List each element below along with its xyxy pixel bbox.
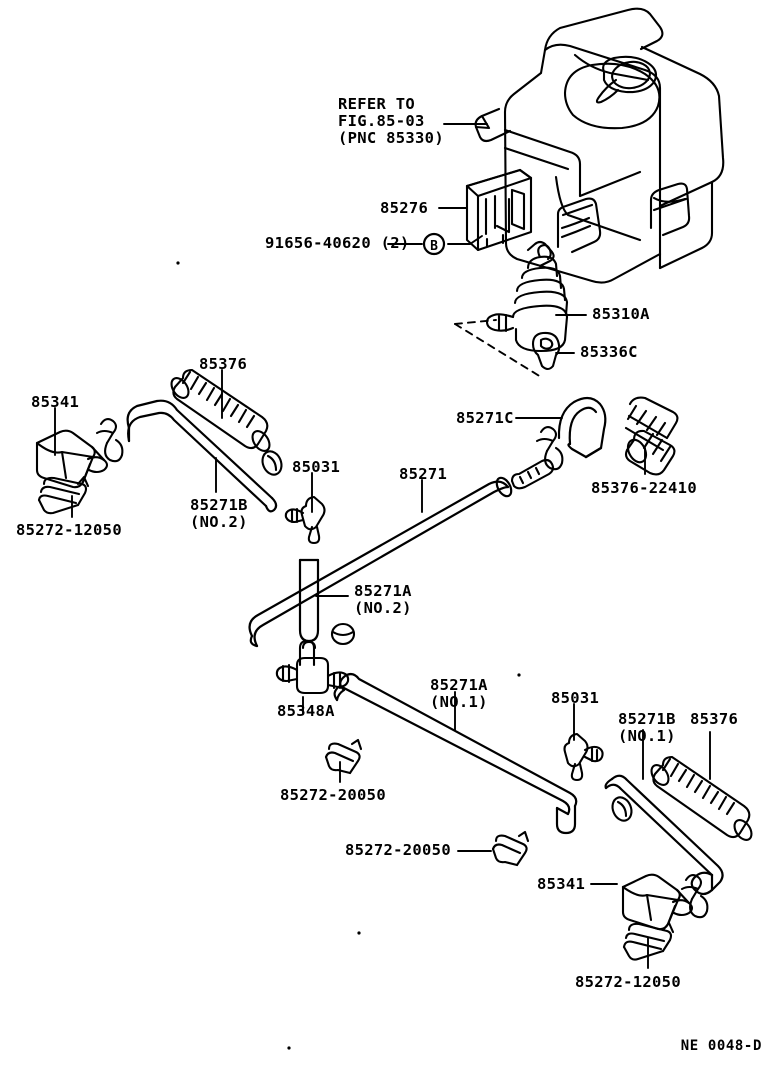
hose-coupler-center [510, 458, 555, 490]
label-85271B-no2: 85271B(NO.2) [190, 496, 248, 531]
clip-pin-top [95, 418, 124, 463]
label-85271: 85271 [399, 465, 448, 483]
label-85341-bottom: 85341 [537, 875, 586, 893]
label-85348A: 85348A [277, 702, 335, 720]
grommet-ring-center [330, 622, 356, 646]
installation-guide-lines [454, 319, 542, 378]
label-85341-top: 85341 [31, 393, 80, 411]
leader-91656-tail [447, 235, 483, 245]
clip-85272-20050-a [324, 738, 363, 775]
label-85336C: 85336C [580, 343, 638, 361]
label-85272-12050-bottom: 85272-12050 [575, 973, 681, 991]
clip-85272-12050-top [37, 475, 90, 515]
label-85031-bottom: 85031 [551, 689, 600, 707]
top-spring-protector-85376 [170, 368, 271, 452]
hose-85271B-no2 [126, 399, 278, 513]
label-85272-20050-b: 85272-20050 [345, 841, 451, 859]
clip-85272-12050-bottom [622, 921, 675, 961]
label-91656-40620: 91656-40620 (2) [265, 234, 410, 252]
label-85376-bottom: 85376 [690, 710, 739, 728]
label-85031-top: 85031 [292, 458, 341, 476]
clip-pin-bottom [680, 874, 709, 919]
clip-pin-center [535, 426, 564, 471]
clip-85272-20050-b [491, 830, 530, 867]
label-85271A-no2: 85271A(NO.2) [354, 582, 412, 617]
relay-bracket-85276 [465, 168, 533, 252]
hose-85271C [557, 396, 607, 459]
leader-lines [54, 123, 711, 969]
label-85376-22410: 85376-22410 [591, 479, 697, 497]
label-85271B-no1: 85271B(NO.1) [618, 710, 676, 745]
label-85271C: 85271C [456, 409, 514, 427]
washer-tank-assembly [474, 7, 725, 284]
washer-pump-motor-85310A [485, 244, 569, 353]
three-way-joint-85348A [275, 639, 350, 695]
hose-protector-85376-22410 [624, 396, 679, 476]
hose-joint-85031-top [284, 495, 326, 545]
label-85376-top: 85376 [199, 355, 248, 373]
hose-joint-85031-bottom [563, 732, 604, 782]
marker-b-text: B [430, 239, 438, 254]
pump-grommet-85336C [531, 331, 561, 371]
label-85276: 85276 [380, 199, 429, 217]
nozzle-85341-top [35, 429, 109, 489]
stray-marks [176, 261, 521, 1050]
main-hose-85271 [248, 476, 513, 648]
bottom-spring-protector-85376 [650, 755, 753, 841]
label-85271A-no1: 85271A(NO.1) [430, 676, 488, 711]
label-85272-20050-a: 85272-20050 [280, 786, 386, 804]
grommet-ring-bottom [611, 796, 633, 822]
sheet-code: NE 0048-D [680, 1038, 762, 1054]
marker-b-circle: B [422, 232, 446, 256]
hose-85271B-no1 [604, 774, 724, 896]
label-85272-12050-top: 85272-12050 [16, 521, 122, 539]
label-85310A: 85310A [592, 305, 650, 323]
hose-85271A-no1 [333, 672, 578, 835]
grommet-ring-top [261, 450, 283, 476]
